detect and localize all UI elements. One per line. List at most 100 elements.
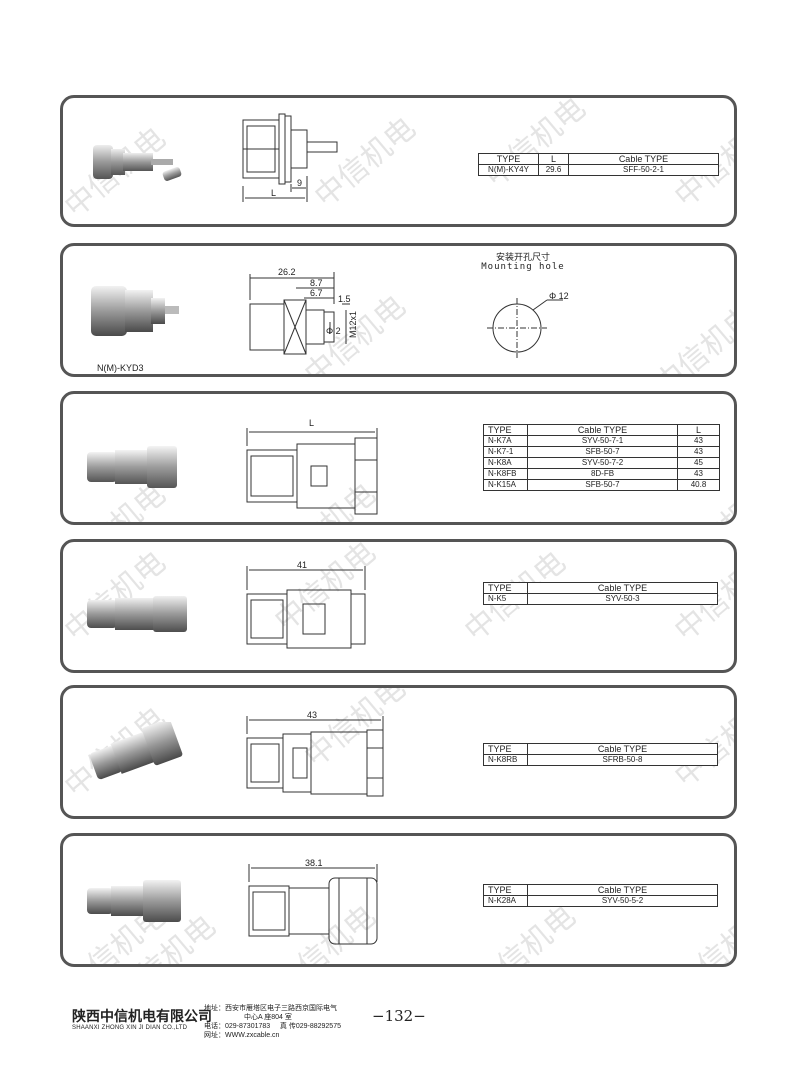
table-cell: SYV-50-3 xyxy=(527,593,718,605)
dim-label: 9 xyxy=(297,178,302,188)
technical-drawing: 38.1 xyxy=(248,858,378,945)
table-cell: SYV-50-7-2 xyxy=(527,457,678,469)
table-cell: SFF-50-2-1 xyxy=(568,164,719,176)
address-line: 地址：西安市雁塔区电子三路西京国际电气 xyxy=(204,1005,337,1012)
table-cell: 43 xyxy=(677,435,720,447)
table-cell: SYV-50-7-1 xyxy=(527,435,678,447)
table-row: N(M)-KY4Y 29.6 SFF-50-2-1 xyxy=(478,164,719,176)
table-cell: 8D-FB xyxy=(527,468,678,480)
mounting-title-cn: 安装开孔尺寸 xyxy=(495,252,550,262)
watermark: 中信机电 xyxy=(663,688,734,795)
product-panel-nm-ky4y: 中信机电 中信机电 中信机电 中信机电 L 9 xyxy=(60,95,737,227)
dim-label: 6.7 xyxy=(310,288,323,298)
table-row: N-K8FB 8D-FB 43 xyxy=(483,468,720,480)
table-row: N-K7-1 SFB-50-7 43 xyxy=(483,446,720,458)
table-header: L xyxy=(677,424,720,436)
table-cell: 43 xyxy=(677,446,720,458)
table-row: N-K8RB SFRB-50-8 xyxy=(483,754,718,766)
table-row: N-K7A SYV-50-7-1 43 xyxy=(483,435,720,447)
table-header: TYPE xyxy=(483,582,528,594)
spec-table: TYPE Cable TYPE N-K28A SYV-50-5-2 xyxy=(483,884,718,907)
mounting-title-en: Mounting hole xyxy=(481,262,565,272)
table-cell: N-K5 xyxy=(483,593,528,605)
table-cell: N-K8FB xyxy=(483,468,528,480)
table-cell: N-K8RB xyxy=(483,754,528,766)
dim-label: 41 xyxy=(297,560,307,570)
table-header: Cable TYPE xyxy=(527,424,678,436)
table-cell: N-K15A xyxy=(483,479,528,491)
connector-photo xyxy=(91,286,179,336)
product-panel-n-k5: 中信机电 中信机电 中信机电 中信机电 41 TYPE Cable TYPE xyxy=(60,539,737,673)
mounting-hole-drawing: Φ 12 xyxy=(487,291,569,358)
address-line-2: 中心A 座804 室 xyxy=(244,1014,292,1021)
watermark: 中信机电 xyxy=(648,298,737,377)
dim-label: 8.7 xyxy=(310,278,323,288)
company-name-cn: 陕西中信机电有限公司 xyxy=(72,1008,212,1024)
table-cell: SFRB-50-8 xyxy=(527,754,718,766)
table-header: TYPE xyxy=(483,884,528,896)
technical-drawing: 43 xyxy=(246,710,384,797)
table-header: Cable TYPE xyxy=(568,153,719,165)
dim-label: Φ 12 xyxy=(549,291,569,301)
connector-photo xyxy=(87,596,187,632)
table-header: TYPE xyxy=(478,153,539,165)
product-panel-nm-kyd3: 中信机电 中信机电 N(M)-KYD3 26.2 8.7 6.7 1.5 xyxy=(60,243,737,377)
technical-drawing: 41 xyxy=(246,560,366,649)
table-cell: 43 xyxy=(677,468,720,480)
connector-photo xyxy=(93,145,182,181)
table-header: TYPE xyxy=(483,743,528,755)
product-panel-n-k7a: 中信机电 中信机电 中信机电 L TYPE Cable TYPE L xyxy=(60,391,737,525)
phone: 电话：029-87301783 xyxy=(204,1023,271,1030)
watermark: 中信机电 xyxy=(478,95,593,195)
table-row: N-K8A SYV-50-7-2 45 xyxy=(483,457,720,469)
spec-table: TYPE Cable TYPE L N-K7A SYV-50-7-1 43 N-… xyxy=(483,424,720,491)
spec-table: TYPE Cable TYPE N-K8RB SFRB-50-8 xyxy=(483,743,718,766)
page-footer: 陕西中信机电有限公司 SHAANXI ZHONG XIN JI DIAN CO.… xyxy=(72,1004,752,1044)
phone-fax-line: 电话：029-87301783 真 传029-88292575 xyxy=(204,1022,341,1031)
table-header: TYPE xyxy=(483,424,528,436)
table-cell: N(M)-KY4Y xyxy=(478,164,539,176)
product-panel-n-k8rb: 中信机电 中信机电 中信机电 43 TYPE xyxy=(60,685,737,819)
product-panel-n-k28a: 中信机电 中信机电 中信机电 中信机电 中信机电 38.1 TYPE Cable… xyxy=(60,833,737,967)
table-header: Cable TYPE xyxy=(527,582,718,594)
technical-drawing: 26.2 8.7 6.7 1.5 Φ 2 M12x1 xyxy=(249,267,358,355)
spec-table: TYPE Cable TYPE N-K5 SYV-50-3 xyxy=(483,582,718,605)
connector-photo xyxy=(89,722,183,780)
technical-drawing: L 9 xyxy=(242,113,338,202)
dim-label: 26.2 xyxy=(278,267,296,277)
fax: 真 传029-88292575 xyxy=(279,1023,341,1030)
dim-label: L xyxy=(271,188,276,198)
dim-label: 38.1 xyxy=(305,858,323,868)
company-name-en: SHAANXI ZHONG XIN JI DIAN CO.,LTD xyxy=(72,1025,188,1031)
mounting-hole-title: 安装开孔尺寸 Mounting hole xyxy=(463,252,583,272)
website: 网址：WWW.zxcable.cn xyxy=(204,1032,280,1039)
model-caption: N(M)-KYD3 xyxy=(97,363,144,373)
table-header: Cable TYPE xyxy=(527,884,718,896)
table-cell: N-K8A xyxy=(483,457,528,469)
table-row: N-K15A SFB-50-7 40.8 xyxy=(483,479,720,491)
table-cell: SFB-50-7 xyxy=(527,446,678,458)
spec-table: TYPE L Cable TYPE N(M)-KY4Y 29.6 SFF-50-… xyxy=(478,153,719,176)
dim-label: 1.5 xyxy=(338,294,351,304)
dim-label: 43 xyxy=(307,710,317,720)
table-row: N-K28A SYV-50-5-2 xyxy=(483,895,718,907)
technical-drawing: L xyxy=(246,418,378,515)
table-header: L xyxy=(538,153,569,165)
connector-photo xyxy=(87,446,177,488)
table-cell: 45 xyxy=(677,457,720,469)
table-row: N-K5 SYV-50-3 xyxy=(483,593,718,605)
table-cell: 40.8 xyxy=(677,479,720,491)
table-cell: N-K28A xyxy=(483,895,528,907)
page-number: −132− xyxy=(372,1007,426,1025)
dim-label: M12x1 xyxy=(348,311,358,338)
table-cell: N-K7A xyxy=(483,435,528,447)
dim-label: Φ 2 xyxy=(326,326,341,336)
table-header: Cable TYPE xyxy=(527,743,718,755)
table-cell: 29.6 xyxy=(538,164,569,176)
table-cell: N-K7-1 xyxy=(483,446,528,458)
connector-photo xyxy=(87,880,181,922)
dim-label: L xyxy=(309,418,314,428)
table-cell: SYV-50-5-2 xyxy=(527,895,718,907)
table-cell: SFB-50-7 xyxy=(527,479,678,491)
contact-info: 地址：西安市雁塔区电子三路西京国际电气 中心A 座804 室 电话：029-87… xyxy=(204,1004,341,1040)
